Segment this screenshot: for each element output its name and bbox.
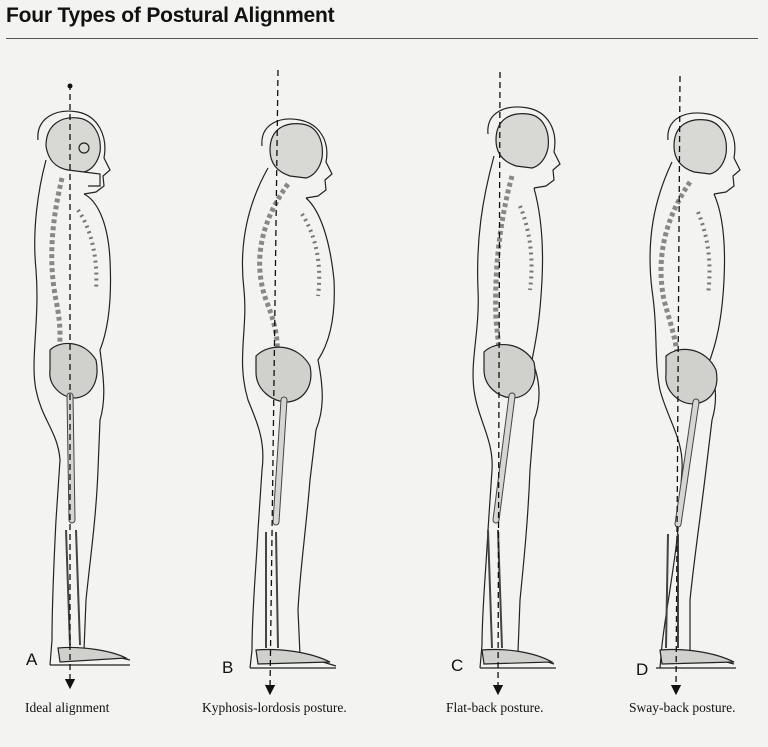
figure-b-tibia	[265, 531, 279, 649]
figure-a-ribcage	[76, 208, 99, 291]
figure-a-spine	[49, 177, 65, 361]
figure-d-tibia	[665, 533, 679, 649]
page-title: Four Types of Postural Alignment	[6, 4, 335, 27]
figure-d-skull	[673, 119, 727, 175]
figure-b-letter: B	[222, 658, 234, 677]
figure-a-foot	[57, 646, 129, 663]
figure-b-plumb-line	[264, 69, 279, 696]
figure-d-sway-back	[649, 75, 741, 696]
figure-b-ribcage	[300, 212, 322, 297]
figure-a-ideal-alignment	[33, 83, 131, 690]
figure-d-spine	[658, 180, 693, 369]
figure-c-letter: C	[451, 656, 464, 675]
figure-a-pelvis	[49, 342, 98, 399]
title-divider	[6, 38, 758, 39]
figure-c-tibia	[487, 529, 503, 649]
figure-c-pelvis	[483, 344, 536, 399]
figure-c-ribcage	[518, 205, 534, 291]
figure-c-caption: Flat-back posture.	[446, 700, 544, 715]
figure-a-letter: A	[26, 650, 38, 669]
figure-b-body-outline	[241, 118, 337, 669]
figure-c-plumb-line	[492, 71, 504, 696]
figure-d-plumb-line	[670, 75, 682, 696]
figure-b-skull	[269, 123, 323, 179]
figure-b-foot	[255, 648, 331, 665]
figure-c-flat-back	[472, 71, 561, 696]
figure-d-foot	[659, 648, 735, 665]
figure-d-ribcage	[696, 211, 712, 295]
figure-d-caption: Sway-back posture.	[629, 700, 736, 715]
figure-c-foot	[481, 648, 555, 665]
figure-c-skull	[495, 113, 549, 169]
figure-b-pelvis	[255, 346, 312, 403]
figure-a-caption: Ideal alignment	[25, 700, 110, 715]
figure-b-kyphosis-lordosis	[241, 69, 337, 696]
figure-d-letter: D	[636, 660, 649, 679]
figure-a-tibia	[65, 529, 81, 646]
figure-b-caption: Kyphosis-lordosis posture.	[202, 700, 347, 715]
figure-d-pelvis	[665, 348, 718, 405]
figure-a-skull	[45, 117, 101, 187]
figure-a-body-outline	[33, 110, 131, 666]
figure-c-spine	[493, 175, 515, 365]
